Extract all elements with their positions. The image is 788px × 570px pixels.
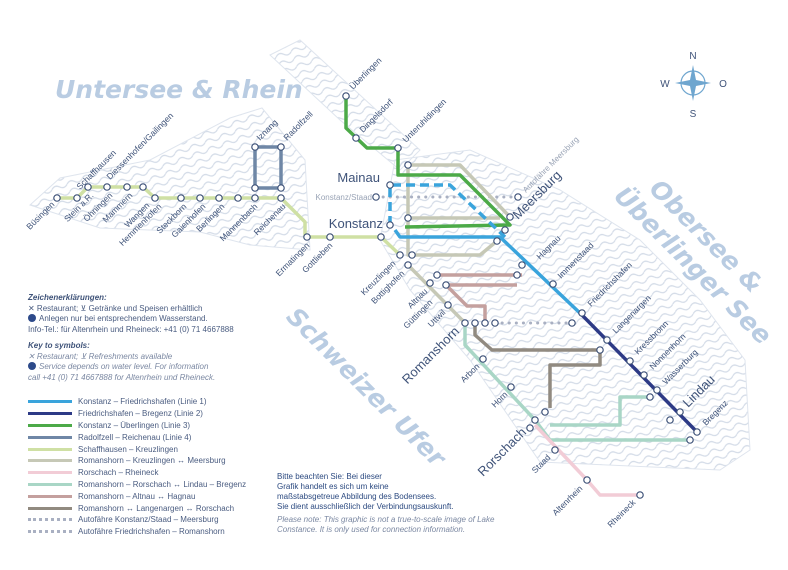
compass-o: O (719, 79, 727, 90)
route-rorschach-lindau (550, 395, 650, 427)
info-icon (28, 362, 36, 370)
region-untersee: Untersee & Rhein (55, 75, 303, 104)
legend-line-3: Konstanz – Überlingen (Linie 3) (28, 420, 246, 432)
station-radolfzell[interactable]: Radolfzell (281, 109, 315, 143)
compass: N S W O (660, 51, 727, 120)
legend-de-water-level: Anlegen nur bei entsprechendem Wassersta… (39, 314, 208, 323)
route-linie-1 (393, 228, 584, 317)
info-icon (28, 314, 36, 322)
station-rorschach[interactable]: Rorschach (475, 425, 530, 480)
scale-disclaimer: Bitte beachten Sie: Bei dieser Grafik ha… (277, 472, 495, 534)
legend-en-restaurant: ✕ Restaurant; ⊻ Refreshments available (28, 351, 173, 361)
legend-ferry-2: Autofähre Friedrichshafen – Romanshorn (28, 526, 246, 538)
region-schweizer-ufer: Schweizer Ufer (281, 302, 453, 474)
line-legend: Konstanz – Friedrichshafen (Linie 1) Fri… (28, 396, 246, 538)
station-rheineck[interactable]: Rheineck (605, 497, 638, 530)
station-konstanz[interactable]: Konstanz (329, 216, 383, 231)
legend-line-1: Konstanz – Friedrichshafen (Linie 1) (28, 396, 246, 408)
station-konstanz-staad[interactable]: Konstanz/Staad (316, 193, 372, 202)
station-markers (53, 92, 701, 499)
route-romanshorn-meersburg-4 (406, 263, 467, 325)
compass-w: W (660, 79, 670, 90)
legend-en-info-tel: call +41 (0) 71 4667888 for Altenrhein u… (28, 372, 216, 382)
compass-n: N (689, 51, 696, 62)
symbol-legend: Zeichenerklärungen: ✕ Restaurant; ⊻ Getr… (28, 293, 234, 383)
legend-ferry-1: Autofähre Konstanz/Staad – Meersburg (28, 514, 246, 526)
station-ueberlingen[interactable]: Überlingen (347, 55, 383, 91)
route-altnau-hagnau-2 (444, 283, 517, 323)
route-linie-1-dashed (388, 183, 507, 239)
legend-de-info-tel: Info-Tel.: für Altenrhein und Rheineck: … (28, 324, 234, 334)
route-linie-3 (344, 96, 512, 229)
legend-de-restaurant: ✕ Restaurant; ⊻ Getränke und Speisen erh… (28, 303, 203, 313)
route-rorschach-rheineck (533, 423, 640, 497)
station-altenrhein[interactable]: Altenrhein (550, 483, 584, 517)
legend-line-7: Rorschach – Rheineck (28, 467, 246, 479)
legend-line-2: Friedrichshafen – Bregenz (Linie 2) (28, 408, 246, 420)
legend-line-8: Romanshorn – Rorschach ↔ Lindau – Bregen… (28, 479, 246, 491)
station-romanshorn[interactable]: Romanshorn (399, 324, 462, 387)
legend-line-9: Romanshorn – Altnau ↔ Hagnau (28, 490, 246, 502)
station-mainau[interactable]: Mainau (337, 170, 380, 185)
legend-en-title: Key to symbols: (28, 341, 90, 350)
legend-line-6: Romanshorn – Kreuzlingen ↔ Meersburg (28, 455, 246, 467)
legend-line-10: Romanshorn ↔ Langenargen ↔ Rorschach (28, 502, 246, 514)
station-unteruhldingen[interactable]: Unteruhldingen (400, 96, 448, 144)
legend-line-4: Radolfzell – Reichenau (Linie 4) (28, 431, 246, 443)
route-romanshorn-meersburg-2 (406, 165, 499, 257)
legend-de-title: Zeichenerklärungen: (28, 293, 107, 302)
legend-en-water-level: Service depends on water level. For info… (39, 362, 209, 371)
compass-s: S (690, 109, 697, 120)
route-romanshorn-meersburg (408, 163, 512, 219)
legend-line-5: Schaffhausen – Kreuzlingen (28, 443, 246, 455)
